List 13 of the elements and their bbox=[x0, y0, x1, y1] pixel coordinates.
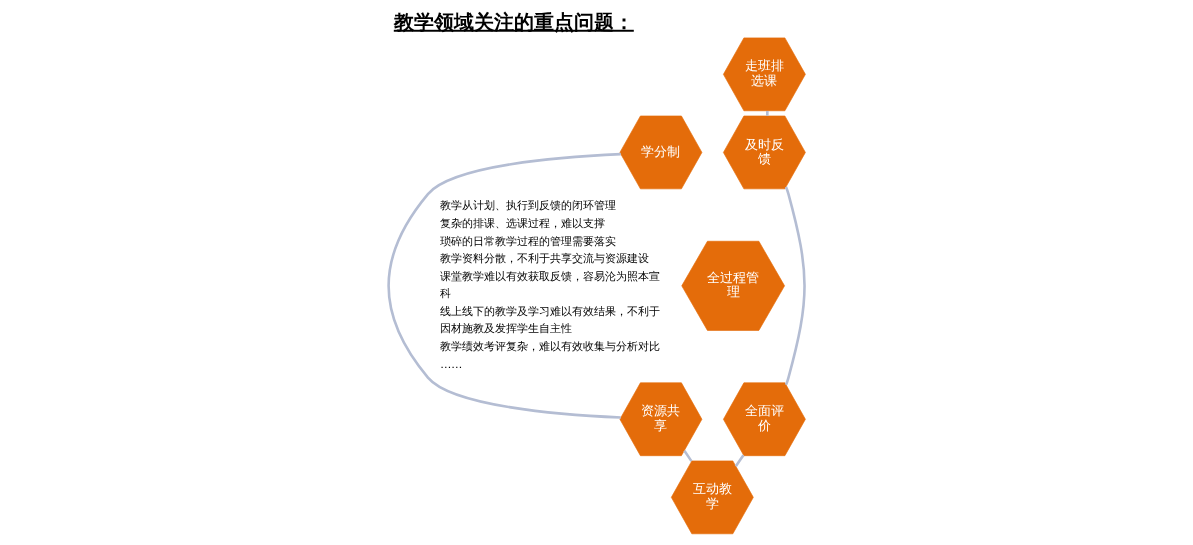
connector bbox=[784, 186, 806, 386]
label: 复杂的排课、选课过程，难以支撑 bbox=[439, 217, 605, 231]
label: 课堂教学难以有效获取反馈，容易沦为照本宣科 bbox=[439, 269, 660, 301]
label: 教学从计划、执行到反馈的闭环管理 bbox=[439, 199, 616, 213]
label: 线上线下的教学及学习难以有效结果，不利于因材施教及发挥学生自主性 bbox=[439, 304, 660, 336]
diagram-title: 教学领域关注的重点问题： bbox=[393, 10, 634, 34]
label: 琐碎的日常教学过程的管理需要落实 bbox=[439, 234, 616, 248]
label: 教学绩效考评复杂，难以有效收集与分析对比…… bbox=[439, 340, 660, 371]
connector bbox=[765, 110, 769, 116]
connector bbox=[682, 449, 692, 462]
label: 教学资料分散，不利于共享交流与资源建设 bbox=[439, 252, 649, 266]
connector bbox=[387, 152, 621, 419]
connector bbox=[734, 454, 744, 467]
